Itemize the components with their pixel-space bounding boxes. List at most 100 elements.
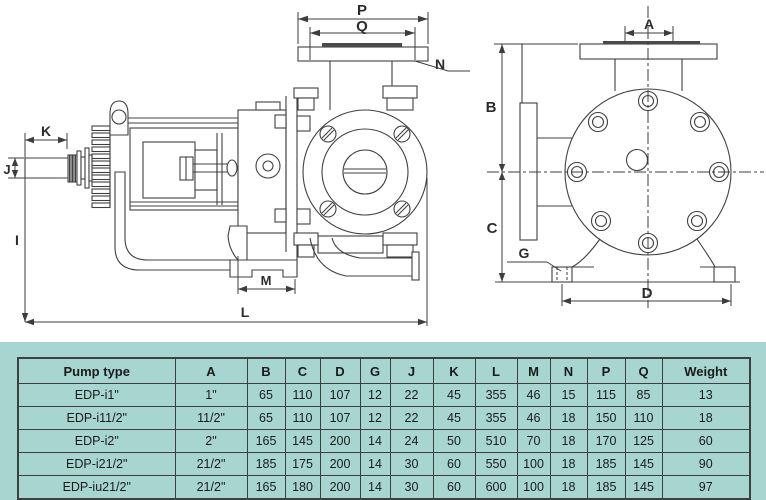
table-header-cell: Weight [661, 357, 751, 384]
dimension-c: C [487, 172, 506, 282]
table-cell-n: 18 [549, 406, 588, 430]
table-header-cell: N [549, 357, 588, 384]
table-cell-pump-type: EDP-i1" [17, 383, 176, 407]
table-cell-g: 14 [359, 452, 391, 476]
table-cell-a: 11/2" [174, 406, 248, 430]
table-header-cell: G [359, 357, 391, 384]
table-cell-m: 100 [516, 475, 551, 500]
table-cell-j: 30 [389, 452, 434, 476]
table-header-cell: C [284, 357, 321, 384]
dim-label-m: M [261, 273, 272, 288]
table-row: EDP-iu21/2" 21/2" 165 180 200 14 30 60 6… [17, 475, 751, 500]
table-cell-d: 107 [319, 383, 361, 407]
dimension-p: P [297, 2, 429, 44]
dimension-m: M [237, 256, 296, 294]
table-cell-q: 145 [624, 475, 663, 500]
table-cell-c: 175 [284, 452, 321, 476]
dimension-q: Q [309, 18, 416, 60]
table-cell-p: 185 [586, 452, 626, 476]
table-cell-p: 150 [586, 406, 626, 430]
table-cell-j: 22 [389, 383, 434, 407]
dimension-j: J [3, 157, 55, 179]
table-cell-a: 1" [174, 383, 248, 407]
table-cell-n: 15 [549, 383, 588, 407]
table-cell-q: 85 [624, 383, 663, 407]
table-cell-b: 185 [246, 452, 286, 476]
table-cell-b: 65 [246, 383, 286, 407]
table-cell-pump-type: EDP-iu21/2" [17, 475, 176, 500]
dim-label-d: D [642, 285, 653, 302]
dim-label-l: L [241, 304, 250, 320]
table-header-cell: K [432, 357, 476, 384]
table-cell-k: 60 [432, 452, 476, 476]
lifting-lug [109, 100, 129, 136]
dimension-a: A [624, 16, 674, 41]
dim-label-i: I [15, 232, 19, 248]
dim-label-p: P [357, 2, 367, 19]
table-header-cell: Q [624, 357, 663, 384]
table-cell-c: 110 [284, 406, 321, 430]
table-cell-p: 115 [586, 383, 626, 407]
table-cell-weight: 60 [661, 429, 751, 453]
suction-flange-edge [519, 44, 575, 241]
table-header-cell: J [389, 357, 434, 384]
dimension-b: B [486, 43, 578, 172]
table-cell-n: 18 [549, 429, 588, 453]
table-row: EDP-i2" 2" 165 145 200 14 24 50 510 70 1… [17, 429, 751, 453]
casing-bottom-flange [293, 232, 418, 258]
pump-bracket [237, 96, 311, 277]
dim-label-b: B [486, 99, 497, 116]
table-cell-m: 100 [516, 452, 551, 476]
dim-label-n: N [435, 56, 445, 72]
technical-drawings: P Q N K [3, 2, 764, 326]
table-header-cell: Pump type [17, 357, 176, 384]
table-row: EDP-i11/2" 11/2" 65 110 107 12 22 45 355… [17, 406, 751, 430]
table-cell-c: 110 [284, 383, 321, 407]
table-cell-c: 180 [284, 475, 321, 500]
dimension-i: I [15, 133, 29, 322]
casing-plug [625, 148, 649, 172]
table-header-cell: M [516, 357, 551, 384]
dimension-n: N [414, 56, 470, 72]
table-cell-k: 50 [432, 429, 476, 453]
table-cell-g: 12 [359, 383, 391, 407]
table-cell-n: 18 [549, 475, 588, 500]
table-cell-m: 46 [516, 383, 551, 407]
table-cell-k: 60 [432, 475, 476, 500]
pump-side-view-drawing: P Q N K [3, 2, 470, 326]
table-cell-a: 2" [174, 429, 248, 453]
table-cell-a: 21/2" [174, 475, 248, 500]
table-header-cell: P [586, 357, 626, 384]
table-cell-g: 12 [359, 406, 391, 430]
motor-shaft [24, 147, 93, 189]
table-cell-pump-type: EDP-i11/2" [17, 406, 176, 430]
table-cell-pump-type: EDP-i2" [17, 429, 176, 453]
table-cell-m: 46 [516, 406, 551, 430]
table-cell-m: 70 [516, 429, 551, 453]
table-cell-d: 200 [319, 475, 361, 500]
table-cell-l: 600 [474, 475, 518, 500]
table-cell-d: 200 [319, 452, 361, 476]
dimension-l: L [25, 178, 428, 326]
table-cell-k: 45 [432, 406, 476, 430]
drain-pipe [309, 237, 420, 281]
table-cell-pump-type: EDP-i21/2" [17, 452, 176, 476]
dim-label-j: J [3, 162, 10, 177]
pump-foot [229, 259, 298, 278]
discharge-flange [293, 43, 429, 111]
support-stand [114, 171, 248, 271]
table-cell-d: 200 [319, 429, 361, 453]
table-cell-d: 107 [319, 406, 361, 430]
dim-label-c: C [487, 220, 498, 237]
dimension-k: K [25, 123, 68, 149]
table-cell-q: 125 [624, 429, 663, 453]
table-cell-weight: 97 [661, 475, 751, 500]
table-cell-p: 185 [586, 475, 626, 500]
table-header-cell: A [174, 357, 248, 384]
dim-label-g: G [519, 245, 530, 261]
table-cell-q: 110 [624, 406, 663, 430]
dim-label-k: K [41, 123, 51, 139]
